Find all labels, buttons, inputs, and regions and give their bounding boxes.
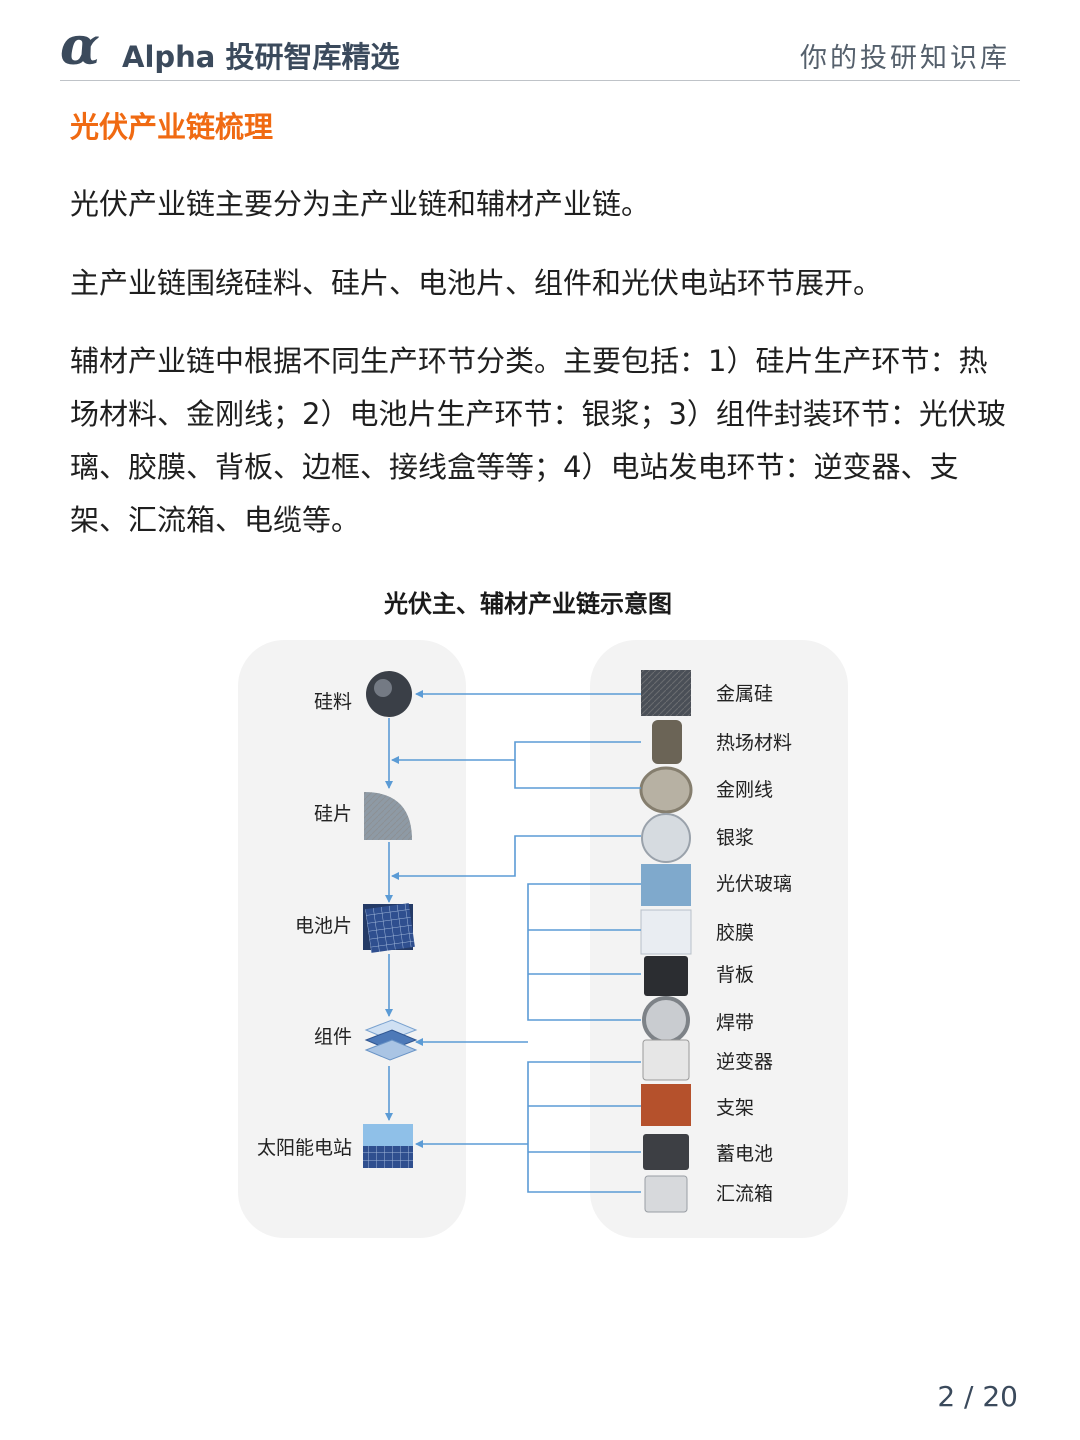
header-tagline: 你的投研知识库 [800, 43, 1010, 74]
page-header: α Alpha 投研智库精选 你的投研知识库 [60, 16, 1020, 81]
main-chain-panel [238, 640, 466, 1238]
aux-item-combiner-box: 汇流箱 [716, 1183, 774, 1205]
aux-item-battery: 蓄电池 [716, 1143, 774, 1165]
power-station-panels [363, 1146, 413, 1168]
paragraph-2: 主产业链围绕硅料、硅片、电池片、组件和光伏电站环节展开。 [70, 266, 883, 300]
film-thumbnail [640, 909, 692, 955]
wafer-aux-bracket [392, 741, 641, 789]
aux-item-film: 胶膜 [716, 922, 755, 944]
alpha-logo: α [60, 16, 101, 77]
section-title: 光伏产业链梳理 [70, 110, 274, 144]
aux-item-metal-silicon: 金属硅 [716, 683, 774, 705]
aux-item-ribbon: 焊带 [716, 1012, 755, 1034]
station-aux-bracket [416, 1061, 641, 1193]
connector-lines [389, 690, 641, 1193]
wafer-thumbnail-texture [364, 792, 412, 840]
main-chain-module: 组件 [313, 1026, 352, 1048]
inverter-thumbnail [642, 1039, 690, 1081]
main-chain-wafer: 硅片 [313, 803, 352, 825]
figure-title: 光伏主、辅材产业链示意图 [384, 590, 672, 618]
aux-materials-panel [590, 640, 848, 1238]
page-number: 2 / 20 [937, 1380, 1018, 1413]
silver-paste-thumbnail [641, 813, 691, 863]
aux-item-silver-paste: 银浆 [716, 827, 755, 849]
brand-name: Alpha 投研智库精选 [122, 40, 400, 74]
aux-item-backsheet: 背板 [716, 964, 755, 986]
aux-item-inverter: 逆变器 [716, 1051, 774, 1073]
combiner-box-thumbnail [644, 1175, 688, 1213]
main-chain-thumbnails [363, 671, 418, 1168]
battery-thumbnail [643, 1134, 689, 1170]
backsheet-thumbnail [644, 956, 688, 996]
aux-item-pv-glass: 光伏玻璃 [716, 873, 793, 895]
metal-silicon-thumbnail-texture [641, 670, 691, 716]
aux-item-bracket: 支架 [716, 1097, 755, 1119]
main-chain-polysilicon: 硅料 [313, 691, 352, 713]
cell-aux-bracket [391, 835, 641, 880]
paragraph-1: 光伏产业链主要分为主产业链和辅材产业链。 [70, 187, 651, 221]
power-station-sky [363, 1124, 413, 1146]
pv-glass-thumbnail [641, 864, 691, 906]
aux-item-thermal-material: 热场材料 [716, 732, 793, 754]
aux-item-diamond-wire: 金刚线 [716, 779, 774, 801]
bracket-thumbnail [641, 1084, 691, 1126]
main-chain-cell: 电池片 [294, 915, 352, 937]
main-chain-power-station: 太阳能电站 [256, 1137, 352, 1159]
aux-thumbnails [639, 670, 693, 1213]
paragraph-3: 辅材产业链中根据不同生产环节分类。主要包括：1）硅片生产环节：热场材料、金刚线；… [70, 344, 1006, 537]
cell-thumbnail [365, 903, 415, 953]
module-aux-bracket [416, 883, 641, 1042]
diamond-wire-thumbnail [639, 766, 693, 814]
ribbon-thumbnail [642, 996, 690, 1044]
polysilicon-thumbnail-highlight [374, 679, 392, 697]
thermal-material-thumbnail [652, 720, 682, 764]
